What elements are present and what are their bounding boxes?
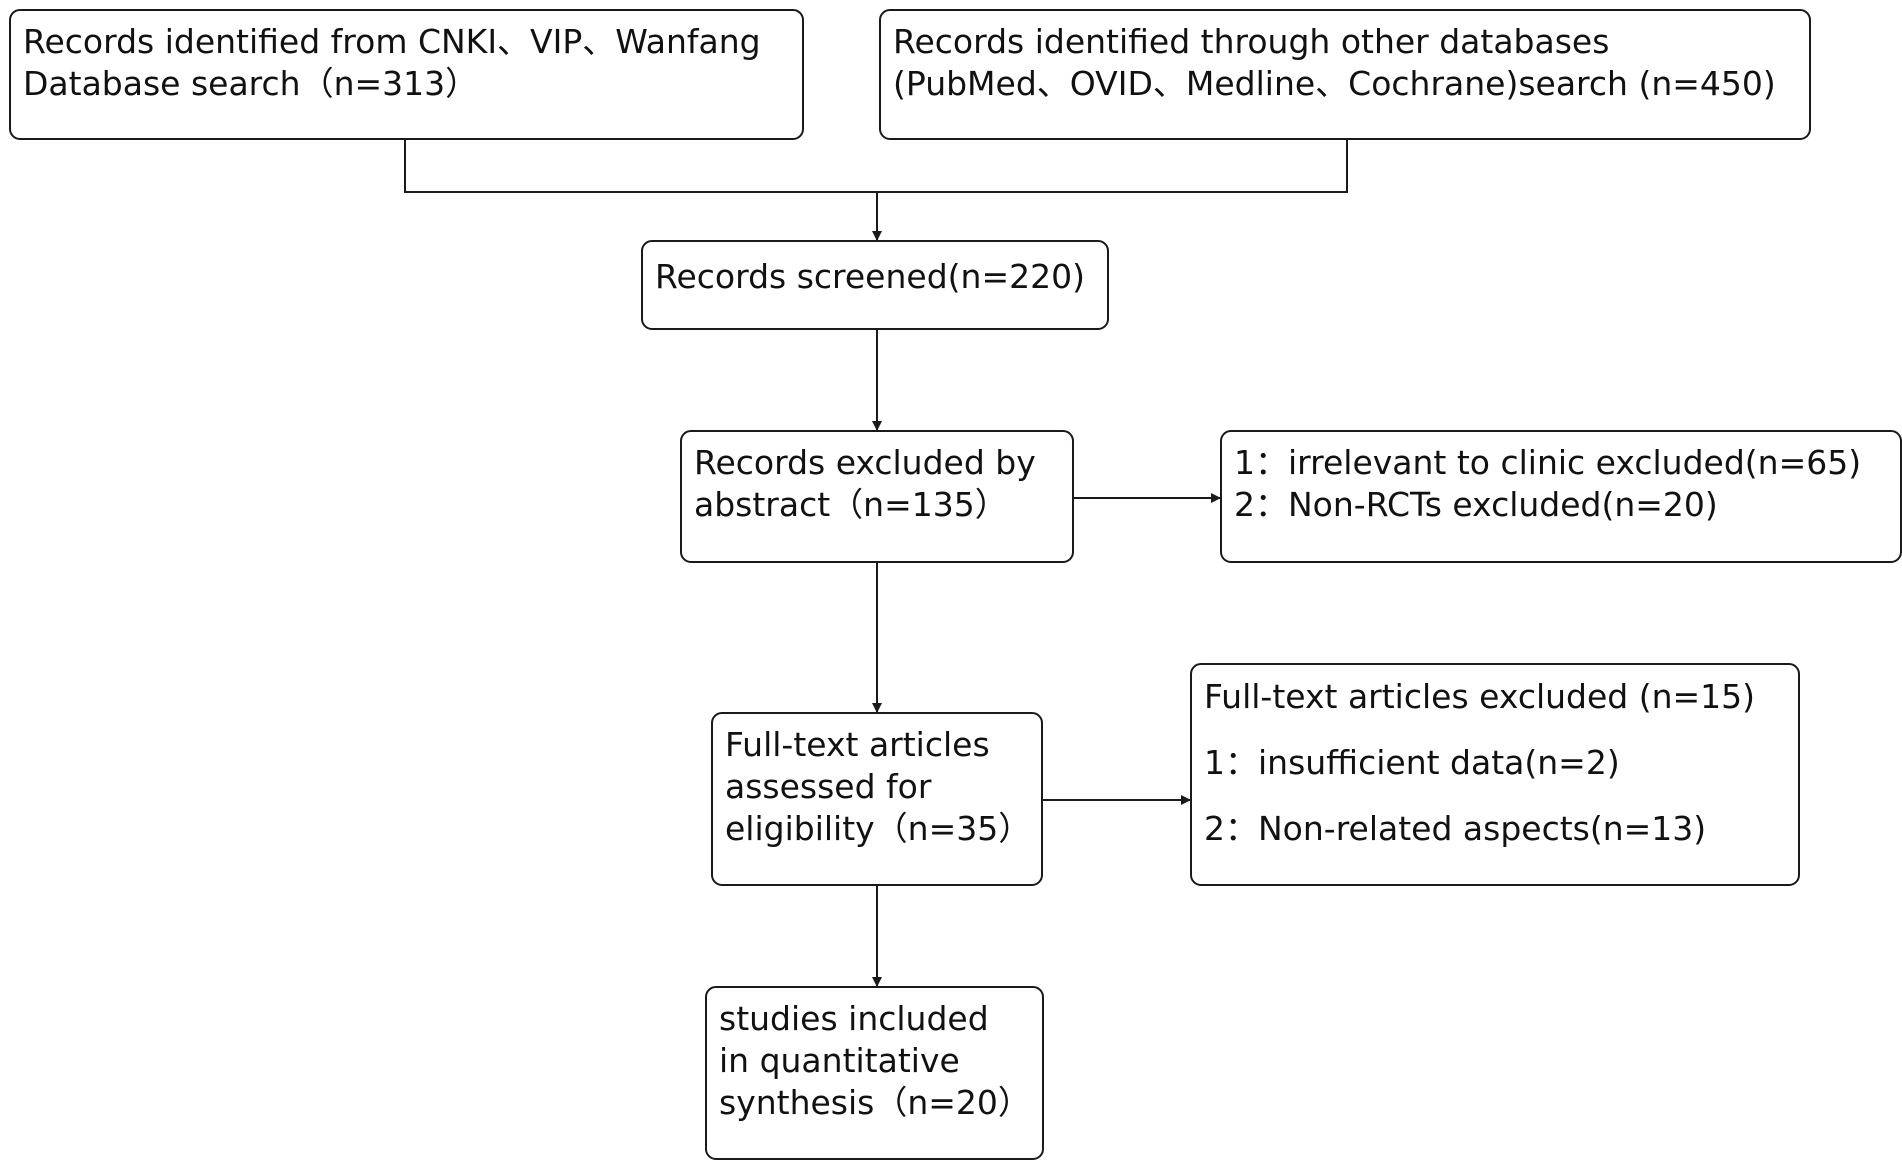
box-text-line: Records identified through other databas… bbox=[893, 22, 1610, 61]
box-text-line: Full-text articles excluded (n=15) bbox=[1204, 677, 1756, 716]
box-text-line: in quantitative bbox=[719, 1041, 960, 1080]
box-abstract-exclusion-reasons: 1：irrelevant to clinic excluded(n=65) 2：… bbox=[1220, 430, 1902, 563]
box-studies-included: studies included in quantitative synthes… bbox=[705, 986, 1044, 1160]
box-text-line: 1：irrelevant to clinic excluded(n=65) bbox=[1234, 443, 1862, 482]
box-text-line: 1：insufficient data(n=2) bbox=[1204, 743, 1620, 782]
box-records-cnki-vip-wanfang: Records identified from CNKI、VIP、Wanfang… bbox=[9, 9, 804, 140]
box-text-line: assessed for bbox=[725, 767, 932, 806]
box-records-other-databases: Records identified through other databas… bbox=[879, 9, 1811, 140]
box-text-line: eligibility（n=35） bbox=[725, 809, 1032, 848]
box-records-screened: Records screened(n=220) bbox=[641, 240, 1109, 330]
box-text-line: 2：Non-RCTs excluded(n=20) bbox=[1234, 485, 1718, 524]
box-text-line: 2：Non-related aspects(n=13) bbox=[1204, 809, 1707, 848]
box-text-line: Records identified from CNKI、VIP、Wanfang bbox=[23, 22, 761, 61]
box-records-excluded-by-abstract: Records excluded by abstract（n=135） bbox=[680, 430, 1074, 563]
box-text-line: synthesis（n=20） bbox=[719, 1083, 1031, 1122]
box-text-line: Full-text articles bbox=[725, 725, 990, 764]
box-text-line: Records excluded by bbox=[694, 443, 1036, 482]
box-full-text-assessed: Full-text articles assessed for eligibil… bbox=[711, 712, 1043, 886]
box-full-text-excluded: Full-text articles excluded (n=15) 1：ins… bbox=[1190, 663, 1800, 886]
box-text-line: studies included bbox=[719, 999, 989, 1038]
box-text-line: Records screened(n=220) bbox=[655, 257, 1085, 296]
merge-line-left bbox=[404, 140, 877, 193]
box-text-line: abstract（n=135） bbox=[694, 485, 1008, 524]
merge-line-right bbox=[877, 140, 1348, 193]
box-text-line: (PubMed、OVID、Medline、Cochrane)search (n=… bbox=[893, 64, 1776, 103]
box-text-line: Database search（n=313） bbox=[23, 64, 479, 103]
